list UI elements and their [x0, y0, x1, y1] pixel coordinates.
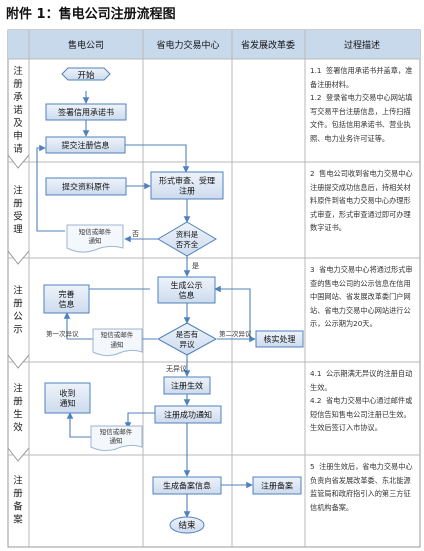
- svg-text:信息: 信息: [179, 290, 195, 300]
- header-row: [8, 30, 420, 59]
- svg-text:注: 注: [13, 383, 23, 395]
- svg-text:收到: 收到: [60, 388, 76, 398]
- notice-document-3: 短信或邮件 通知: [90, 425, 143, 452]
- svg-text:注: 注: [13, 185, 23, 197]
- svg-text:结束: 结束: [178, 520, 196, 531]
- edge-label-first-objection: 第一次异议: [46, 329, 79, 338]
- svg-text:通知: 通知: [110, 436, 123, 445]
- column-header-center: 省电力交易中心: [156, 39, 219, 51]
- svg-text:册: 册: [13, 299, 23, 310]
- svg-text:册: 册: [13, 199, 23, 210]
- edge-label-yes: 是: [192, 262, 199, 270]
- svg-text:注册成功通知: 注册成功通知: [164, 410, 212, 420]
- submit-info-box: 提交注册信息: [45, 136, 126, 154]
- svg-text:及: 及: [13, 118, 23, 129]
- svg-text:核实处理: 核实处理: [264, 334, 296, 344]
- edge-label-no: 否: [132, 230, 139, 238]
- svg-text:注册生效: 注册生效: [171, 381, 203, 391]
- svg-text:短信或邮件: 短信或邮件: [100, 427, 133, 436]
- svg-text:受: 受: [13, 211, 23, 223]
- svg-text:信息: 信息: [59, 299, 75, 309]
- svg-text:开始: 开始: [77, 70, 95, 81]
- svg-text:注册备案: 注册备案: [261, 481, 293, 491]
- notice-document-1: 短信或邮件 通知: [66, 224, 124, 253]
- svg-text:注册: 注册: [179, 186, 195, 196]
- svg-text:案: 案: [13, 514, 23, 526]
- verify-box: 核实处理: [255, 330, 304, 348]
- column-header-desc: 过程描述: [344, 39, 380, 51]
- svg-text:册: 册: [13, 489, 23, 500]
- decision-objection: 是否有 异议: [156, 322, 218, 356]
- svg-text:异议: 异议: [180, 340, 195, 349]
- description-2: 2 售电公司收到省电力交易中心注册提交成功信息后，持相关材料原件到省电力交易中心…: [310, 169, 413, 232]
- svg-text:完善: 完善: [59, 289, 75, 299]
- description-3: 3 省电力交易中心将通过形式审查的售电公司的公示信息在信用中国网站、省发展改革委…: [310, 265, 413, 328]
- svg-text:注: 注: [13, 285, 23, 297]
- svg-text:册: 册: [13, 397, 23, 408]
- svg-text:通知: 通知: [111, 340, 124, 349]
- phase-label-5: 注册备案: [13, 475, 23, 526]
- svg-text:注: 注: [13, 475, 23, 487]
- submit-original-box: 提交资料原件: [45, 177, 127, 196]
- phase-chevrons: [7, 154, 30, 462]
- svg-text:公: 公: [13, 312, 23, 323]
- svg-text:形式审查、受理: 形式审查、受理: [159, 176, 215, 186]
- svg-text:通知: 通知: [89, 236, 102, 245]
- svg-text:短信或邮件: 短信或邮件: [101, 330, 134, 339]
- svg-text:诺: 诺: [13, 105, 23, 116]
- edge-label-no-objection: 无异议: [166, 365, 187, 373]
- svg-text:通知: 通知: [60, 398, 76, 408]
- svg-text:提交注册信息: 提交注册信息: [62, 140, 110, 150]
- end-node: 结束: [169, 516, 205, 534]
- description-4: 4.1 公示期满无异议的注册自动生效。 4.2 省电力交易中心通过邮件或短信告知…: [310, 369, 413, 432]
- svg-text:是否有: 是否有: [176, 329, 199, 339]
- svg-text:生成备案信息: 生成备案信息: [163, 481, 211, 491]
- description-5: 5 注册生效后，省电力交易中心负责向省发展改革委、东北能源监管局和政府指引入的第…: [310, 462, 413, 512]
- column-header-company: 售电公司: [68, 39, 104, 51]
- reg-success-box: 注册成功通知: [154, 405, 222, 424]
- svg-text:资料是: 资料是: [176, 229, 199, 239]
- svg-text:提交资料原件: 提交资料原件: [62, 182, 110, 192]
- svg-text:注: 注: [13, 65, 23, 77]
- decision-complete: 资料是 否齐全: [157, 221, 217, 257]
- phase-label-4: 注册生效: [13, 383, 23, 434]
- svg-text:示: 示: [13, 325, 23, 336]
- svg-text:否齐全: 否齐全: [176, 239, 199, 249]
- page-title: 附件 1：售电公司注册流程图: [6, 7, 176, 22]
- notice-document-2: 短信或邮件 通知: [92, 328, 143, 357]
- gen-filing-box: 生成备案信息: [152, 476, 222, 495]
- svg-text:签署信用承诺书: 签署信用承诺书: [58, 107, 114, 117]
- filing-box: 注册备案: [252, 476, 302, 495]
- start-node: 开始: [61, 67, 111, 81]
- svg-text:生: 生: [13, 409, 23, 421]
- svg-text:册: 册: [13, 79, 23, 90]
- svg-text:请: 请: [13, 143, 23, 155]
- svg-text:效: 效: [13, 422, 23, 434]
- svg-text:备: 备: [13, 501, 23, 513]
- description-1: 1.1 签署信用承诺书并盖章，准备注册材料。 1.2 登录省电力交易中心网站填写…: [310, 66, 413, 143]
- svg-text:短信或邮件: 短信或邮件: [79, 227, 112, 236]
- reg-effective-box: 注册生效: [163, 376, 211, 395]
- svg-text:承: 承: [13, 92, 23, 103]
- sign-box: 签署信用承诺书: [45, 103, 127, 121]
- edge-label-second-objection: 第二次异议: [219, 329, 252, 338]
- column-header-ndrc: 省发展改革委: [241, 39, 295, 51]
- svg-text:生成公示: 生成公示: [171, 280, 203, 290]
- svg-text:申: 申: [13, 130, 23, 142]
- svg-text:理: 理: [13, 225, 23, 236]
